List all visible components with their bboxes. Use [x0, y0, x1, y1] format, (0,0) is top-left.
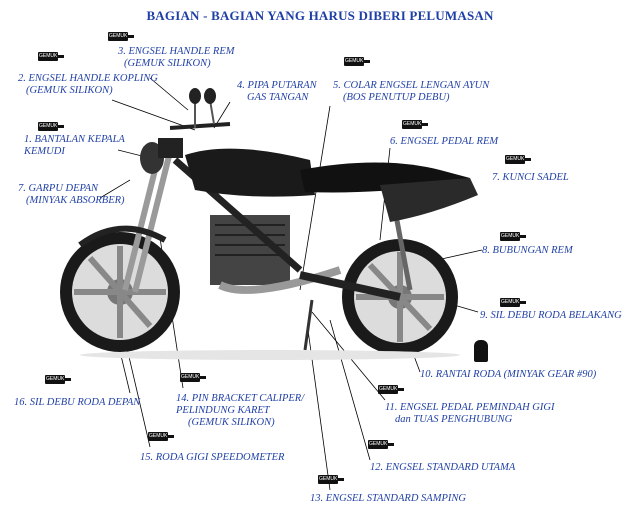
label-15: 15. RODA GIGI SPEEDOMETER — [140, 452, 285, 463]
label-14-note: (GEMUK SILIKON) — [188, 417, 275, 428]
side-stand — [303, 299, 314, 351]
grease-tube-icon: GEMUK — [108, 32, 134, 41]
handlebar — [169, 122, 231, 130]
label-7-kunci: 7. KUNCI SADEL — [492, 172, 569, 183]
grease-tube-icon: GEMUK — [318, 475, 344, 484]
grease-tube-icon: GEMUK — [45, 375, 71, 384]
grease-tube-icon: GEMUK — [500, 298, 526, 307]
grease-tube-icon: GEMUK — [505, 155, 531, 164]
swing-arm — [299, 271, 401, 301]
front-wheel — [60, 232, 180, 352]
grease-tube-icon: GEMUK — [378, 385, 404, 394]
label-7: 7. GARPU DEPAN(MINYAK ABSORBER) — [18, 183, 125, 206]
label-6: 6. ENGSEL PEDAL REM — [390, 136, 499, 147]
label-5: 5. COLAR ENGSEL LENGAN AYUN(BOS PENUTUP … — [333, 80, 490, 103]
grease-tube-icon: GEMUK — [148, 432, 174, 441]
label-12: 12. ENGSEL STANDARD UTAMA — [370, 462, 516, 473]
label-10: 10. RANTAI RODA (MINYAK GEAR #90) — [420, 369, 597, 380]
rear-shock — [392, 209, 413, 291]
label-14: 14. PIN BRACKET CALIPER/PELINDUNG KARET — [176, 393, 305, 416]
grease-tube-icon: GEMUK — [38, 52, 64, 61]
grease-tube-icon: GEMUK — [500, 232, 526, 241]
oil-bottle-icon — [474, 340, 488, 362]
label-16: 16. SIL DEBU RODA DEPAN — [14, 397, 141, 408]
label-13: 13. ENGSEL STANDARD SAMPING — [310, 493, 466, 504]
label-3: 3. ENGSEL HANDLE REM(GEMUK SILIKON) — [118, 46, 235, 69]
grease-tube-icon: GEMUK — [368, 440, 394, 449]
label-8: 8. BUBUNGAN REM — [482, 245, 573, 256]
grease-tube-icon: GEMUK — [402, 120, 428, 129]
label-9: 9. SIL DEBU RODA BELAKANG — [480, 310, 622, 321]
tail-cowl — [380, 178, 478, 222]
page-title: BAGIAN - BAGIAN YANG HARUS DIBERI PELUMA… — [146, 8, 494, 23]
grease-tube-icon: GEMUK — [180, 373, 206, 382]
grease-tube-icon: GEMUK — [344, 57, 370, 66]
grease-tube-icon: GEMUK — [38, 122, 64, 131]
fuel-tank — [185, 148, 315, 197]
label-2: 2. ENGSEL HANDLE KOPLING(GEMUK SILIKON) — [18, 73, 158, 96]
